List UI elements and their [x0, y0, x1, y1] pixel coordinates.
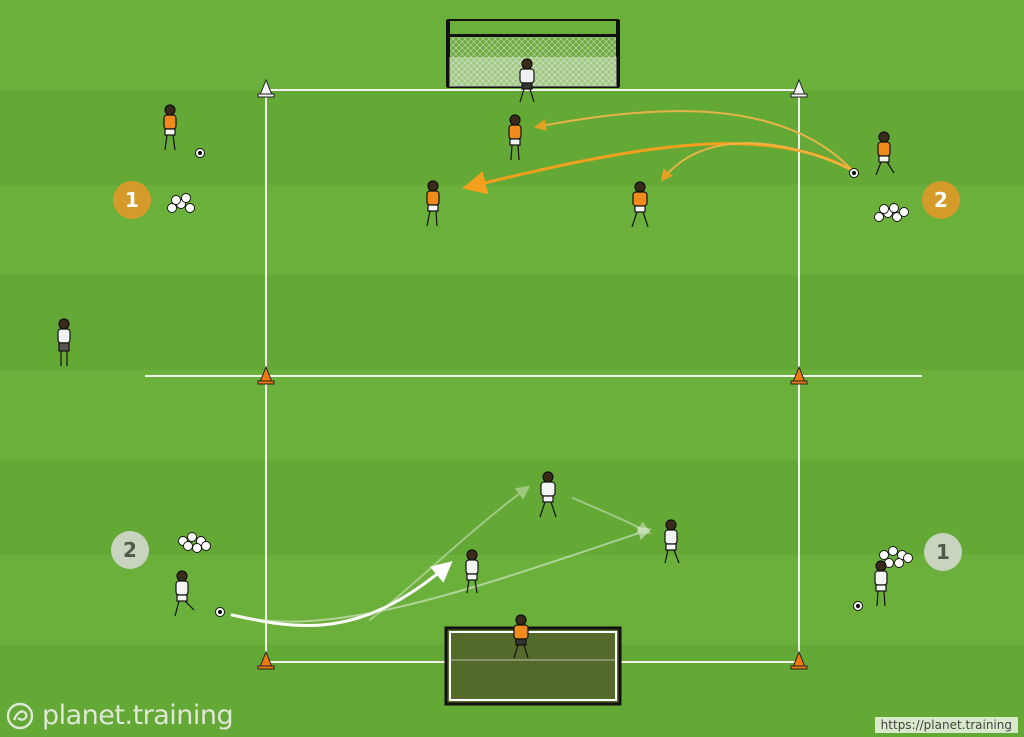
planet-logo-icon	[6, 702, 34, 730]
ball-piles	[167, 193, 913, 568]
brand-logo: planet.training	[4, 698, 234, 732]
arrow-pass-to-far-attacker	[231, 526, 652, 623]
orange-player	[631, 181, 649, 228]
white-player	[539, 471, 557, 518]
orange-pass-arrows	[462, 110, 854, 195]
balls	[195, 148, 863, 617]
ball	[853, 601, 863, 611]
cone	[790, 78, 808, 98]
cone	[790, 365, 808, 385]
station-badge-top-right: 2	[922, 181, 960, 219]
cone	[257, 365, 275, 385]
station-badge-top-left: 1	[113, 181, 151, 219]
white-player	[664, 519, 680, 564]
orange-player	[508, 114, 522, 161]
station-badge-bottom-left: 2	[111, 531, 149, 569]
ball	[215, 607, 225, 617]
white-player	[465, 549, 479, 594]
brand-name: planet.training	[42, 699, 234, 731]
white-pass-arrows	[230, 485, 652, 628]
orange-goalkeeper	[513, 614, 529, 659]
orange-player	[426, 180, 440, 227]
white-goalkeeper	[519, 58, 535, 103]
coach	[57, 318, 71, 366]
players	[57, 58, 895, 659]
arrow-center-to-far	[572, 497, 652, 534]
ball-pile-top-right	[874, 203, 909, 222]
cone	[257, 650, 275, 670]
ball-pile-bottom-left	[178, 532, 211, 553]
cone	[790, 650, 808, 670]
ball	[849, 168, 859, 178]
ball-pile-bottom-right	[879, 546, 913, 568]
bottom-goal	[444, 626, 622, 706]
white-player	[174, 570, 195, 617]
cones	[257, 78, 808, 670]
arrow-pass-to-right-attacker	[660, 142, 853, 182]
brand-url[interactable]: https://planet.training	[874, 717, 1018, 733]
ball-pile-top-left	[167, 193, 195, 213]
orange-player	[163, 104, 177, 151]
station-badge-bottom-right: 1	[924, 533, 962, 571]
white-player	[874, 560, 888, 607]
cone	[257, 78, 275, 98]
orange-player	[875, 131, 895, 176]
arrow-pass-to-top-attacker	[534, 110, 853, 171]
arrow-pass-to-center-attacker	[369, 485, 531, 621]
ball	[195, 148, 205, 158]
